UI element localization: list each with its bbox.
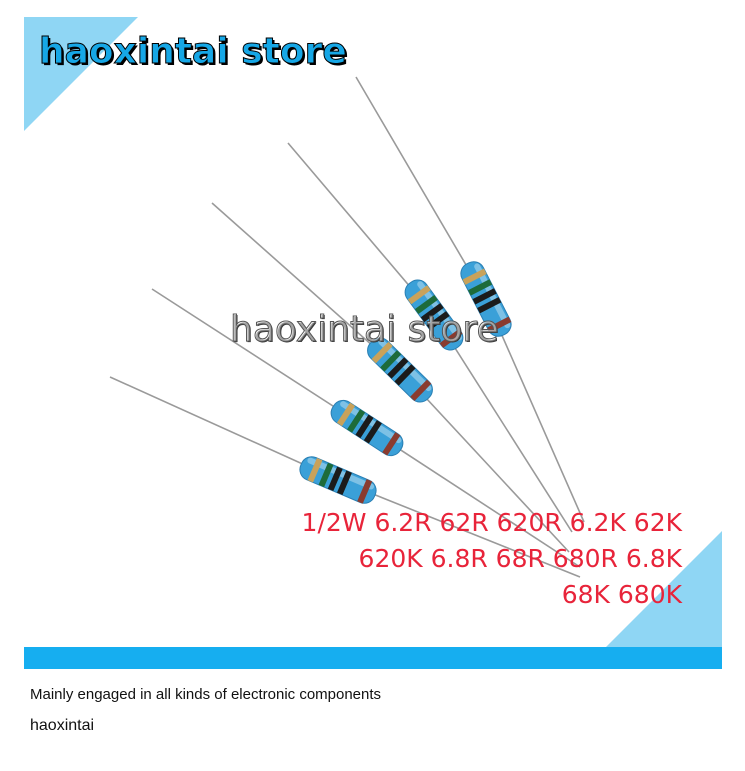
- watermark: haoxintai store: [230, 309, 500, 351]
- resistor-color-band: [477, 297, 502, 314]
- store-title: haoxintai store: [39, 31, 348, 73]
- resistor-color-band: [410, 379, 432, 401]
- resistor-color-band: [336, 402, 356, 427]
- resistor-color-band: [394, 364, 416, 386]
- resistor-color-band: [414, 295, 438, 314]
- resistor-color-band: [420, 303, 444, 323]
- resistor-color-band: [472, 288, 497, 305]
- resistor-color-band: [336, 470, 352, 495]
- resistance-spec: 1/2W 6.2R 62R 620R 6.2K 62K 620K 6.8R 68…: [302, 505, 682, 613]
- resistor: [151, 288, 581, 568]
- corner-decoration-bottom-right: [606, 531, 722, 647]
- resistor-color-band: [363, 420, 382, 444]
- resistor-color-band: [318, 462, 334, 488]
- resistor-color-band: [387, 357, 409, 379]
- resistor-color-band: [468, 279, 493, 296]
- corner-decoration-top-left: [24, 17, 138, 131]
- resistor-color-band: [487, 316, 512, 333]
- footer-description: Mainly engaged in all kinds of electroni…: [30, 686, 382, 703]
- resistor-color-band: [439, 328, 463, 348]
- resistor: [211, 202, 570, 553]
- resistor-color-band: [357, 479, 373, 504]
- resistor-color-band: [307, 457, 323, 483]
- spec-line: 1/2W 6.2R 62R 620R 6.2K 62K: [301, 508, 682, 537]
- resistors-photo: [109, 76, 585, 578]
- resistor-body: [330, 399, 404, 457]
- resistor-color-band: [327, 466, 343, 492]
- resistor-color-band: [371, 341, 393, 364]
- bottom-accent-bar: [24, 647, 722, 669]
- resistor-color-band: [347, 409, 366, 433]
- resistor-color-band: [355, 414, 374, 439]
- resistor-color-band: [462, 268, 487, 285]
- resistor-color-band: [426, 311, 450, 331]
- resistor-color-band: [382, 432, 401, 456]
- resistor-color-band: [407, 285, 431, 305]
- spec-line: 68K 680K: [561, 580, 682, 609]
- footer-brand: haoxintai: [30, 717, 95, 734]
- resistor: [287, 142, 573, 533]
- product-image-frame: haoxintai store haoxintai store 1/2W 6.2…: [24, 17, 722, 669]
- resistor: [355, 76, 585, 523]
- resistor: [109, 376, 581, 578]
- spec-line: 620K 6.8R 68R 680R 6.8K: [358, 544, 682, 573]
- resistor-highlight: [474, 263, 511, 329]
- resistor-color-band: [380, 350, 402, 372]
